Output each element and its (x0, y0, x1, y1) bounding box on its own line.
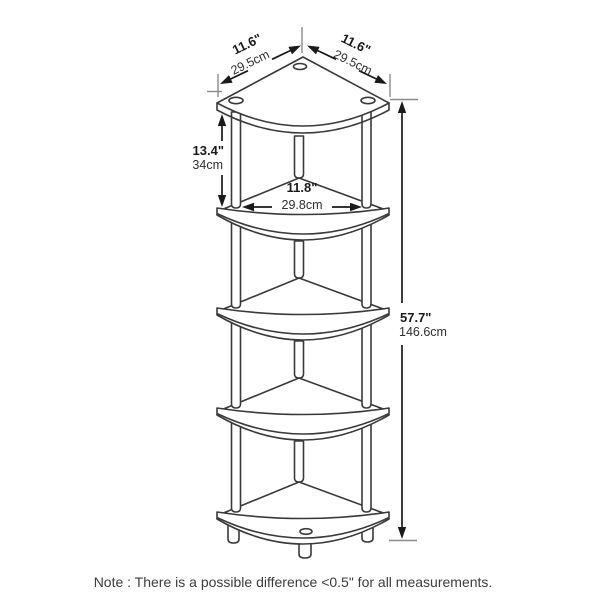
tier-gap-2 (220, 216, 387, 311)
left-post (230, 416, 242, 513)
shelf-slab (216, 307, 390, 341)
shelf-1-top (216, 56, 390, 134)
center-post (293, 340, 305, 379)
shelf-slab (216, 407, 390, 441)
center-post (293, 240, 305, 279)
shelf-back-edge-right (298, 277, 387, 311)
shelf-back-edge-right (298, 481, 387, 515)
shelf-front-edge (217, 313, 389, 335)
dim-total-height-cm: 146.6cm (399, 325, 447, 339)
shelf-back-edge-right (298, 377, 387, 411)
left-post (230, 316, 242, 409)
shelf-front-edge (217, 413, 389, 435)
dimension-line (358, 69, 378, 81)
screw-hole (360, 96, 376, 105)
dimension-line (271, 49, 291, 61)
arrowhead (397, 527, 407, 539)
dimension-line (229, 69, 249, 81)
dim-total-height-inches: 57.7" (400, 310, 431, 325)
arrowhead (350, 202, 362, 212)
shelf-front-edge (217, 517, 389, 539)
dim-tier-height-inches: 13.4" (193, 143, 224, 158)
arrowhead (397, 101, 407, 113)
right-post (361, 216, 372, 309)
right-post (361, 111, 372, 209)
shelf-4 (216, 407, 390, 441)
right-post (361, 316, 372, 409)
shelf-slab (216, 207, 390, 241)
center-post (293, 135, 305, 179)
tier-gap-3 (220, 316, 387, 411)
dim-shelf-width-cm: 29.8cm (282, 198, 323, 212)
shelf-top-surface (216, 56, 390, 127)
shelf-edge-thickness (216, 102, 390, 134)
dimension-shelf-width: 11.8" 29.8cm (242, 180, 362, 212)
center-post (293, 440, 305, 483)
tier-gap-4 (220, 416, 387, 515)
measurement-note: Note : There is a possible difference <0… (94, 574, 493, 590)
dim-tier-height-cm: 34cm (192, 158, 223, 172)
shelf-5-bottom (216, 511, 390, 545)
arrowhead (242, 202, 254, 212)
dim-shelf-width-inches: 11.8" (287, 180, 318, 195)
shelf-3 (216, 307, 390, 341)
screw-hole (299, 527, 313, 536)
shelf-front-edge (217, 213, 389, 235)
shelf-slab (216, 511, 390, 545)
left-post (230, 111, 242, 209)
shelf-2 (216, 207, 390, 241)
arrowhead (220, 75, 233, 84)
tier-gap-1 (220, 111, 387, 211)
arrowhead (217, 195, 227, 207)
corner-shelf-drawing (216, 56, 390, 559)
screw-hole (228, 96, 244, 105)
left-post (230, 216, 242, 309)
dimension-line (317, 49, 337, 61)
arrowhead (374, 75, 387, 84)
arrowhead (288, 45, 301, 55)
right-post (361, 416, 372, 513)
screw-hole (292, 62, 308, 71)
arrowhead (217, 114, 227, 126)
dimension-tier-height: 13.4" 34cm (192, 114, 227, 207)
dimension-total-height: 57.7" 146.6cm (389, 98, 447, 542)
arrowhead (307, 45, 320, 55)
